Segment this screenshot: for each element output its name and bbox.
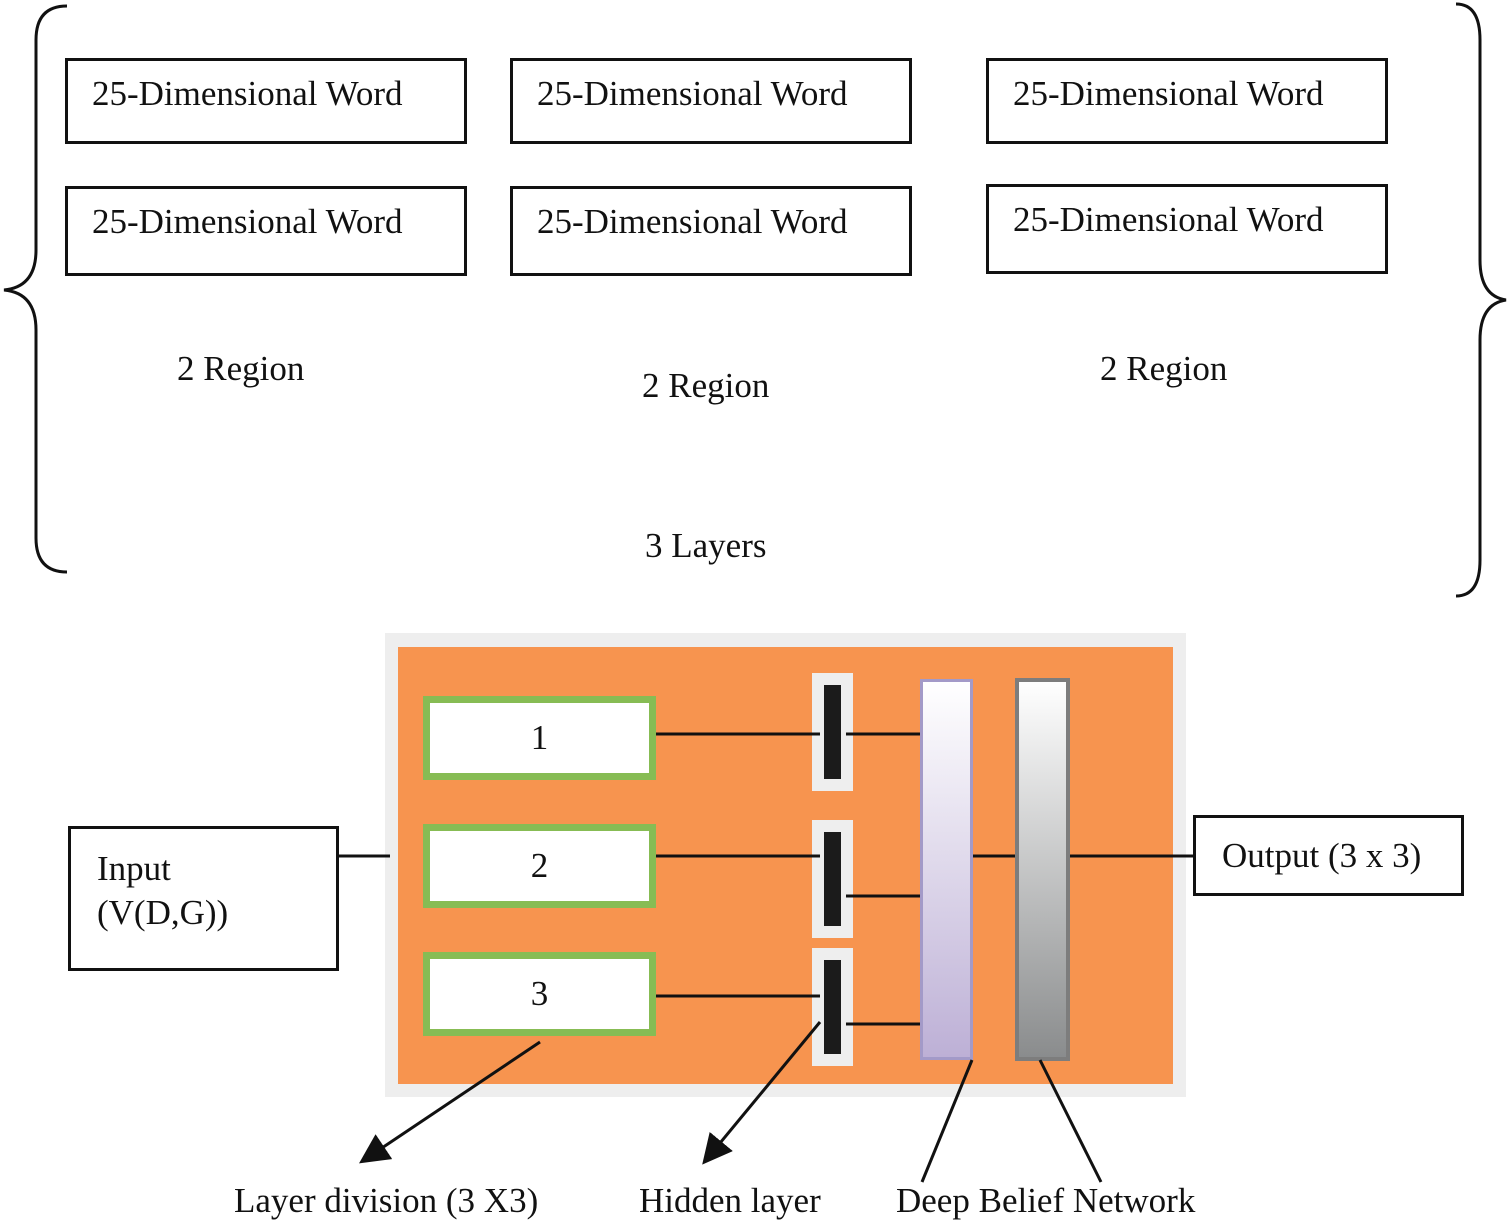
input-label: Input	[97, 849, 171, 888]
dbn-layer-1	[920, 679, 973, 1060]
region-label-left: 2 Region	[177, 349, 305, 388]
input-formula: (V(D,G))	[97, 892, 229, 932]
dbn-pointer-1	[920, 1059, 974, 1183]
left-brace	[3, 4, 68, 574]
word-box-row2-col1: 25-Dimensional Word	[65, 186, 467, 276]
word-box-row1-col2: 25-Dimensional Word	[510, 58, 912, 144]
word-box-row1-col3: 25-Dimensional Word	[986, 58, 1388, 144]
dbn-pointer-2	[1038, 1059, 1103, 1183]
layer-division-3: 3	[423, 952, 656, 1036]
layer-division-arrow	[359, 1040, 541, 1164]
hidden-layer-annotation: Hidden layer	[639, 1181, 821, 1220]
layer-division-2-label: 2	[530, 846, 549, 885]
layer-division-annotation: Layer division (3 X3)	[234, 1181, 539, 1220]
layer-division-3-label: 3	[530, 974, 549, 1013]
hidden-layer-arrow	[702, 1021, 822, 1165]
layer-division-2: 2	[423, 824, 656, 908]
output-box: Output (3 x 3)	[1193, 815, 1464, 896]
deep-belief-network-annotation: Deep Belief Network	[896, 1181, 1196, 1220]
layers-label: 3 Layers	[645, 526, 767, 565]
layer-division-1: 1	[423, 696, 656, 780]
dbn-layer-2	[1015, 678, 1070, 1061]
hidden-layer-bar-1	[824, 685, 841, 779]
hidden-layer-node-1	[812, 673, 853, 791]
layer-division-1-label: 1	[530, 718, 549, 757]
word-box-row1-col1: 25-Dimensional Word	[65, 58, 467, 144]
word-box-row2-col2: 25-Dimensional Word	[510, 186, 912, 276]
output-label: Output (3 x 3)	[1222, 836, 1422, 875]
hidden-layer-node-3	[812, 948, 853, 1066]
hidden-layer-bar-3	[824, 960, 841, 1054]
hidden-layer-node-2	[812, 820, 853, 938]
region-label-middle: 2 Region	[642, 366, 770, 405]
input-box: Input (V(D,G))	[68, 826, 339, 971]
region-label-right: 2 Region	[1100, 349, 1228, 388]
hidden-layer-bar-2	[824, 832, 841, 926]
right-brace	[1455, 2, 1507, 598]
word-box-row2-col3: 25-Dimensional Word	[986, 184, 1388, 274]
